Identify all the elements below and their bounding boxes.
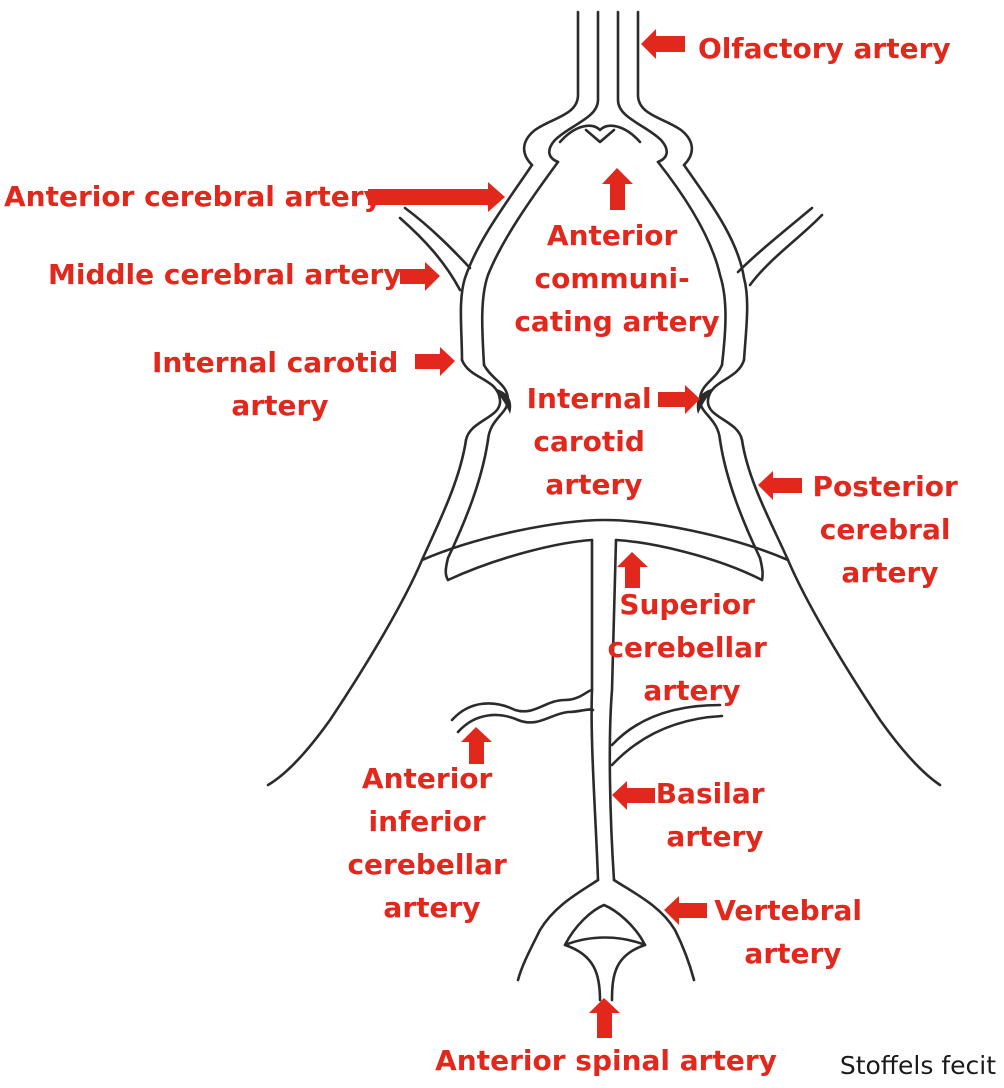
label-line: cerebral	[820, 513, 951, 546]
anterior-spinal-vessel-right	[610, 943, 647, 1002]
labels: Olfactory artery Anterior cerebral arter…	[4, 32, 968, 1077]
anterior-inferior-cerebellar-vessel	[450, 688, 594, 722]
olfactory-vessel-right-inner	[616, 10, 668, 164]
label-line: Posterior	[813, 470, 958, 503]
label-anterior-cerebral-artery: Anterior cerebral artery	[4, 180, 382, 213]
label-middle-cerebral-artery: Middle cerebral artery	[48, 258, 402, 291]
anterior-inferior-cerebellar-vessel-2	[456, 708, 595, 734]
label-line: artery	[643, 674, 740, 707]
label-superior-cerebellar-artery: Superior cerebellar artery	[607, 588, 776, 707]
posterior-cerebral-vessel-right-inner	[718, 438, 762, 560]
label-line: Vertebral	[714, 894, 862, 927]
middle-cerebral-vessel-right-2	[736, 206, 814, 274]
olfactory-vessel-left-inner	[548, 10, 600, 164]
label-line: Olfactory artery	[698, 32, 951, 65]
internal-carotid-clip-right	[696, 388, 714, 414]
label-line: Basilar	[656, 777, 765, 810]
label-posterior-cerebral-artery: Posterior cerebral artery	[813, 470, 968, 589]
label-vertebral-artery: Vertebral artery	[714, 894, 871, 970]
label-arrows	[368, 29, 802, 1038]
label-line: Anterior spinal artery	[435, 1044, 777, 1077]
superior-cerebellar-vessel-2	[610, 714, 724, 767]
arrow-middle-cerebral	[400, 262, 440, 291]
middle-cerebral-vessel-left	[398, 216, 462, 292]
arrow-internal-carotid-left	[415, 347, 455, 376]
basilar-vessel-right	[608, 538, 618, 882]
arrow-vertebral	[664, 896, 707, 925]
label-line: Anterior cerebral artery	[4, 180, 382, 213]
middle-cerebral-vessel-left-2	[403, 206, 472, 270]
posterior-cerebral-vessel-right-outer	[740, 438, 942, 787]
arrow-basilar	[612, 781, 655, 810]
middle-cerebral-vessel-right	[748, 213, 824, 287]
label-line: communi-	[534, 262, 689, 295]
label-basilar-artery: Basilar artery	[656, 777, 775, 853]
arrow-internal-carotid-center	[658, 385, 700, 414]
internal-carotid-vessel-right	[706, 358, 746, 442]
label-line: Superior	[619, 588, 755, 621]
arrow-posterior-cerebral	[758, 471, 802, 500]
arrow-superior-cerebellar	[617, 552, 648, 588]
label-olfactory-artery: Olfactory artery	[698, 32, 951, 65]
anterior-spinal-vessel-left	[563, 943, 602, 1002]
olfactory-vessel-right-outer	[636, 10, 694, 167]
label-line: Middle cerebral artery	[48, 258, 402, 291]
label-line: artery	[666, 820, 763, 853]
label-line: Anterior	[362, 762, 493, 795]
arrow-anterior-inferior-cerebellar	[461, 727, 492, 764]
label-line: Anterior	[547, 219, 678, 252]
posterior-cerebral-vessel-left-inner	[446, 438, 490, 560]
label-anterior-communicating-artery: Anterior communi- cating artery	[514, 219, 719, 338]
vertebral-vessel-left-outer	[516, 878, 600, 982]
vertebral-vessel-right-outer	[612, 878, 696, 982]
basilar-arc-lower	[446, 538, 764, 582]
basilar-vessel-left	[590, 538, 600, 882]
internal-carotid-vessel-left	[460, 358, 502, 442]
label-line: cerebellar	[347, 848, 507, 881]
label-anterior-spinal-artery: Anterior spinal artery	[435, 1044, 777, 1077]
label-line: carotid	[533, 425, 645, 458]
label-line: artery	[841, 556, 938, 589]
arrow-anterior-spinal	[589, 998, 620, 1038]
label-line: cating artery	[514, 305, 719, 338]
credit-text: Stoffels fecit	[840, 1051, 996, 1080]
vessel-drawing	[266, 10, 942, 1002]
label-anterior-inferior-cerebellar-artery: Anterior inferior cerebellar artery	[347, 762, 516, 924]
arrow-anterior-cerebral	[368, 182, 505, 212]
anterior-cerebral-vessel-left-inner	[480, 160, 560, 367]
basilar-arc-upper	[420, 518, 790, 562]
anterior-cerebral-vessel-left-outer	[459, 163, 534, 362]
label-line: artery	[545, 468, 642, 501]
basilar-arc-lower-left-join	[444, 556, 450, 582]
posterior-cerebral-vessel-left-outer	[266, 438, 468, 787]
arrow-anterior-communicating	[602, 168, 633, 210]
label-line: Internal	[527, 382, 652, 415]
internal-carotid-clip-left	[494, 388, 512, 414]
label-line: Internal carotid	[152, 346, 398, 379]
label-line: inferior	[369, 805, 486, 838]
vertebral-vessel-left-inner	[563, 903, 647, 947]
label-internal-carotid-artery-left: Internal carotid artery	[152, 346, 408, 422]
label-internal-carotid-artery-center: Internal carotid artery	[527, 382, 662, 501]
arrow-olfactory	[641, 29, 685, 59]
anterior-communicating-vessel-inner	[584, 128, 616, 144]
anterior-communicating-vessel	[558, 124, 642, 144]
anterior-cerebral-vessel-right-outer	[682, 163, 749, 362]
label-line: artery	[231, 389, 328, 422]
label-line: cerebellar	[607, 631, 767, 664]
basilar-arc-lower-right-join	[758, 556, 764, 582]
label-line: artery	[383, 891, 480, 924]
label-line: artery	[744, 937, 841, 970]
superior-cerebellar-vessel	[610, 703, 722, 747]
olfactory-vessel-left-outer	[522, 10, 580, 167]
anterior-cerebral-vessel-right-inner	[656, 160, 727, 367]
